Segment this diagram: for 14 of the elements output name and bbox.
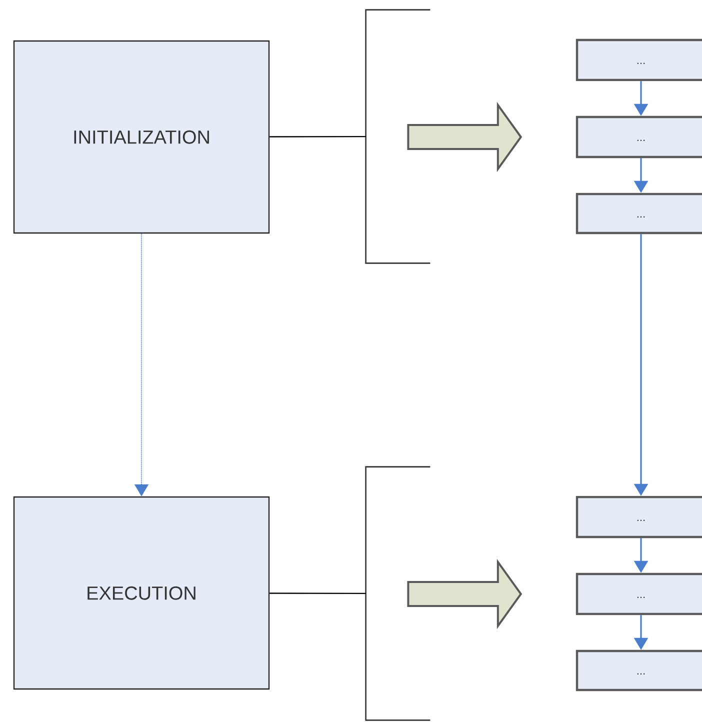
step-box: ... — [576, 38, 702, 82]
process-box: EXECUTION — [13, 496, 270, 690]
step-box: ... — [576, 650, 702, 692]
step-box: ... — [576, 572, 702, 616]
bracket — [365, 466, 430, 721]
process-box: INITIALIZATION — [13, 40, 270, 234]
block-arrow — [407, 558, 522, 630]
step-box: ... — [576, 192, 702, 234]
block-arrow — [407, 102, 522, 172]
bracket — [365, 9, 430, 264]
step-box: ... — [576, 116, 702, 158]
step-box: ... — [576, 496, 702, 538]
connector-line — [270, 592, 366, 594]
connector-line — [270, 136, 366, 138]
